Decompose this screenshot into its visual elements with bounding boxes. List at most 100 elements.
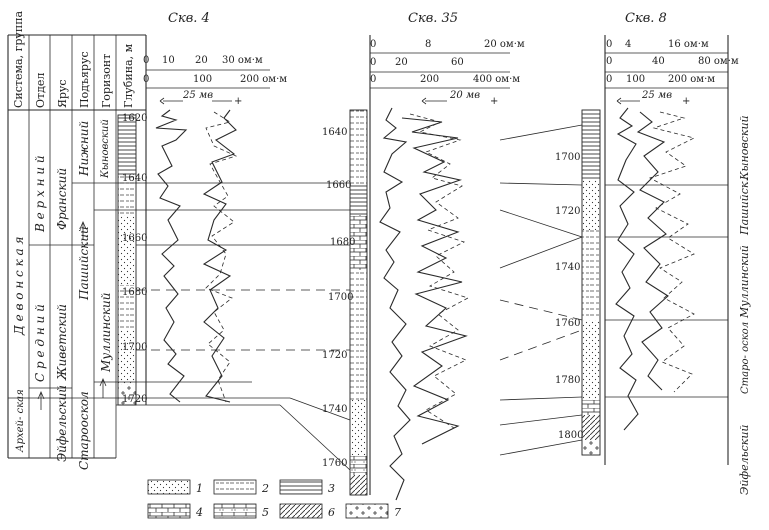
well-35-depth-1700: 1700: [328, 292, 353, 303]
legend-swatch-5: [213, 503, 257, 519]
well-4: Скв. 4 0 10 20 30 ом·м 0 100 200 ом·м 25…: [117, 11, 287, 406]
unit-upper: В е р х н и й: [33, 155, 47, 233]
well-8-scale-c-2: 200 ом·м: [668, 74, 715, 85]
well-35-scale-c-2: 400 ом·м: [473, 74, 520, 85]
unit-middle: С р е д н и й: [33, 304, 47, 382]
well-35-depth-1640: 1640: [322, 127, 347, 138]
legend-swatch-7: [345, 503, 389, 519]
well-35-depth-1720: 1720: [322, 350, 347, 361]
well-4-depth-1680: 1680: [122, 287, 147, 298]
svg-text:+: +: [490, 96, 498, 107]
well-35-title: Скв. 35: [408, 11, 458, 26]
strat-units: Д е в о н с к а я Архей- ская В е р х н …: [12, 119, 113, 470]
well-8-depth-1720: 1720: [555, 206, 580, 217]
well-8-horizon-kynovsky: Кыновский: [738, 115, 751, 181]
well-8-depth-1780: 1780: [555, 375, 580, 386]
header-stage: Ярус: [56, 79, 69, 108]
legend-label-2: 2: [261, 482, 269, 495]
legend-swatch-4: [147, 503, 191, 519]
legend-label-3: 3: [328, 482, 335, 495]
well-4-depth-1640: 1640: [122, 173, 147, 184]
well-8-scale-b-1: 40: [652, 56, 665, 67]
well-4-scale-b-2: 200 ом·м: [240, 74, 287, 85]
well-8-sp-curve: [615, 107, 639, 431]
well-4-sp-label: 25 мв: [182, 90, 213, 101]
well-35-scale-c-0: 0: [370, 74, 376, 85]
well-35-resist-b-curve: [409, 113, 470, 429]
well-35-scale-c-1: 200: [420, 74, 439, 85]
well-4-scale-b-0: 0: [143, 74, 149, 85]
well-35-sp-curve: [379, 107, 411, 501]
well-8-horizon-pashiysky: Пашийск.: [738, 178, 751, 236]
legend: 1 2 3 4 5 6 7: [147, 479, 401, 519]
legend-label-5: 5: [262, 506, 269, 519]
unit-frasnian: Франский: [55, 168, 69, 230]
unit-eifelian-left: Эйфельский: [55, 385, 69, 462]
well-8-scale-b-2: 80 ом·м: [698, 56, 739, 67]
legend-swatch-1: [147, 479, 191, 495]
well-4-title: Скв. 4: [168, 11, 210, 26]
well-4-depth-1620: 1620: [122, 113, 147, 124]
well-8-horizon-staroskol: Старо- оскол: [740, 322, 751, 394]
well-35: Скв. 35 0 8 20 ом·м 0 20 60 0 200 400 ом…: [322, 11, 525, 501]
well-8-title: Скв. 8: [625, 11, 667, 26]
header-substage: Подъярус: [78, 51, 91, 108]
well-8-depth-1700: 1700: [555, 152, 580, 163]
legend-swatch-2: [213, 479, 257, 495]
well-8-scale-a-0: 0: [606, 39, 612, 50]
well-4-scale-a-1: 10: [162, 55, 175, 66]
well-8-horizon-mullinsky: Муллинский: [738, 245, 751, 319]
well-4-depth-1660: 1660: [122, 233, 147, 244]
well-8-scale-c-1: 100: [626, 74, 645, 85]
well-8-scale-c-0: 0: [606, 74, 612, 85]
legend-label-7: 7: [394, 506, 401, 519]
unit-staroskol-left: Старооскол: [77, 391, 91, 470]
unit-lower: Нижний: [77, 121, 91, 177]
unit-pashiysky: Пашийский: [77, 226, 91, 301]
correlation-lines: [116, 124, 583, 471]
unit-archean: Архей- ская: [15, 389, 26, 453]
well-8-depth-1760: 1760: [555, 318, 580, 329]
well-8-depth-1800: 1800: [558, 430, 583, 441]
legend-label-4: 4: [195, 506, 203, 519]
well-35-sp-label: 20 мв: [449, 90, 480, 101]
well-35-scale-b-1: 20: [395, 57, 408, 68]
well-35-scale-b-0: 0: [370, 57, 376, 68]
legend-label-1: 1: [196, 482, 203, 495]
well-8-scale-a-2: 16 ом·м: [668, 39, 709, 50]
well-4-resist-b-curve: [205, 111, 238, 403]
well-4-scale-a-0: 0: [143, 55, 149, 66]
well-8-sp-label: 25 мв: [641, 90, 672, 101]
well-8-resist-b-curve: [636, 111, 669, 391]
well-35-scale-a-2: 20 ом·м: [484, 39, 525, 50]
header-horizon: Горизонт: [100, 54, 113, 108]
well-8-resist-a-curve: [648, 111, 696, 393]
unit-system-devonian: Д е в о н с к а я: [12, 236, 26, 336]
well-8-scale-a-1: 4: [625, 39, 631, 50]
well-8-horizon-eifelian: Эйфельский: [738, 424, 751, 495]
well-35-scale-a-0: 0: [370, 39, 376, 50]
header-department: Отдел: [34, 73, 47, 108]
well-35-scale-b-2: 60: [451, 57, 464, 68]
well-4-sp-curve: [155, 109, 188, 403]
header-depth: Глубина, м: [122, 43, 135, 108]
unit-mullinsky: Муллинский: [99, 292, 113, 373]
header-system: Система, группа: [12, 10, 25, 108]
svg-text:+: +: [234, 96, 242, 107]
svg-text:+: +: [682, 96, 690, 107]
well-8-depth-1740: 1740: [555, 262, 580, 273]
well-4-resist-a-curve: [202, 109, 237, 403]
well-4-scale-a-2: 20: [195, 55, 208, 66]
legend-swatch-3: [279, 479, 323, 495]
well-8: Скв. 8 0 4 16 ом·м 0 40 80 ом·м 0 100 20…: [555, 11, 751, 495]
strat-table: [7, 34, 146, 459]
well-4-depth-1720: 1720: [122, 394, 147, 405]
unit-kynovsky: Кыновский: [100, 119, 111, 179]
legend-swatch-6: [279, 503, 323, 519]
well-35-depth-1660: 1660: [326, 180, 351, 191]
well-35-scale-a-1: 8: [425, 39, 431, 50]
well-4-scale-a-3: 30 ом·м: [222, 55, 263, 66]
unit-givetian: Живетский: [55, 304, 69, 381]
strat-header: Система, группа Отдел Ярус Подъярус Гори…: [12, 10, 135, 108]
